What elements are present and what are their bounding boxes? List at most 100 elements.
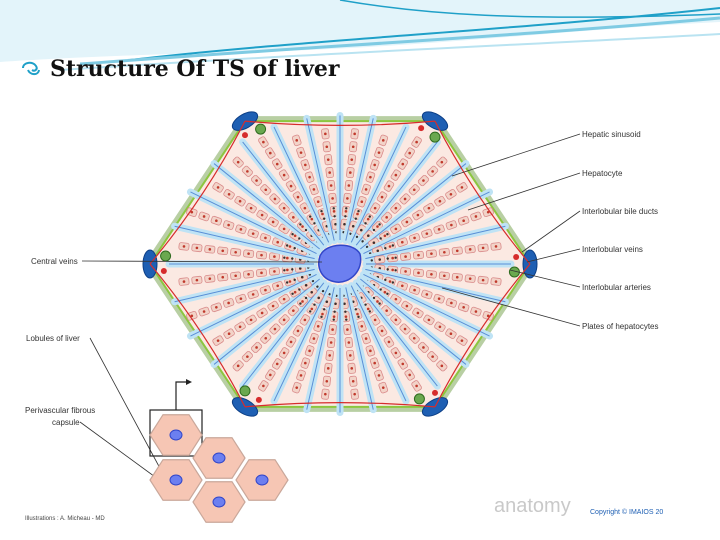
hepatocyte-nucleus <box>469 248 472 251</box>
hepatocyte-nucleus <box>348 184 351 187</box>
canaliculus-dot <box>371 259 373 261</box>
label-central-veins: Central veins <box>31 257 78 266</box>
mini-central-vein <box>213 497 225 507</box>
canaliculus-dot <box>301 276 303 278</box>
anatomy-watermark: anatomy <box>494 495 571 517</box>
hepatocyte-nucleus <box>300 374 303 377</box>
hepatocyte-nucleus <box>221 276 224 279</box>
hepatocyte-nucleus <box>234 251 237 254</box>
hepatocyte-nucleus <box>203 310 206 313</box>
hepatocyte-nucleus <box>276 363 279 366</box>
hepatocyte-nucleus <box>300 151 303 154</box>
hepatocyte-nucleus <box>391 257 394 260</box>
hepatocyte-nucleus <box>441 161 444 164</box>
hepatocyte-nucleus <box>431 170 434 173</box>
canaliculus-dot <box>291 257 293 259</box>
hepatocyte-nucleus <box>292 216 295 219</box>
hepatocyte-nucleus <box>406 305 409 308</box>
canaliculus-dot <box>299 223 301 225</box>
title-row: Structure Of TS of liver <box>20 56 340 82</box>
hepatocyte-nucleus <box>408 374 411 377</box>
hepatocyte-nucleus <box>422 346 425 349</box>
interlobular-bile-duct <box>256 124 266 134</box>
hepatocyte-nucleus <box>378 374 381 377</box>
hepatocyte-nucleus <box>450 224 453 227</box>
hepatocyte-nucleus <box>330 184 333 187</box>
hepatocyte-nucleus <box>276 163 279 166</box>
canaliculus-dot <box>286 281 288 283</box>
hepatocyte-nucleus <box>430 273 433 276</box>
liver-lobule-diagram: Hepatic sinusoid Hepatocyte Interlobular… <box>22 92 685 524</box>
canaliculus-dot <box>309 215 311 217</box>
hepatocyte-nucleus <box>385 309 388 312</box>
interlobular-artery <box>418 125 424 131</box>
hepatocyte-nucleus <box>365 337 368 340</box>
hepatocyte-nucleus <box>426 293 429 296</box>
hepatocyte-nucleus <box>297 330 300 333</box>
hepatocyte-nucleus <box>325 380 328 383</box>
canaliculus-dot <box>298 288 300 290</box>
hepatocyte-nucleus <box>283 207 286 210</box>
canaliculus-dot <box>305 297 307 299</box>
canaliculus-dot <box>345 318 347 320</box>
hepatocyte-nucleus <box>276 241 279 244</box>
hepatocyte-nucleus <box>374 319 377 322</box>
canaliculus-dot <box>318 297 320 299</box>
hepatocyte-nucleus <box>431 355 434 358</box>
hepatocyte-nucleus <box>325 145 328 148</box>
hepatocyte-nucleus <box>269 152 272 155</box>
hepatocyte-nucleus <box>395 298 398 301</box>
hepatocyte-nucleus <box>203 215 206 218</box>
hepatocyte-nucleus <box>252 232 255 235</box>
hepatocyte-nucleus <box>389 245 392 248</box>
hepatocyte-nucleus <box>269 374 272 377</box>
hepatocyte-nucleus <box>272 221 275 224</box>
hepatocyte-nucleus <box>428 207 431 210</box>
canaliculus-dot <box>369 310 371 312</box>
hepatocyte-nucleus <box>237 365 240 368</box>
hepatocyte-nucleus <box>264 337 267 340</box>
hepatocyte-nucleus <box>395 319 398 322</box>
hepatocyte-nucleus <box>330 341 333 344</box>
canaliculus-dot <box>291 268 293 270</box>
hepatocyte-nucleus <box>295 386 298 389</box>
hepatocyte-nucleus <box>311 218 314 221</box>
hepatocyte-nucleus <box>297 196 300 199</box>
canaliculus-dot <box>334 223 336 225</box>
interlobular-artery <box>242 132 248 138</box>
hepatocyte-nucleus <box>495 245 498 248</box>
hepatocyte-nucleus <box>313 188 316 191</box>
canaliculus-dot <box>283 269 285 271</box>
hepatocyte-nucleus <box>356 313 359 316</box>
hepatocyte-nucleus <box>209 248 212 251</box>
canaliculus-dot <box>357 210 359 212</box>
hepatocyte-nucleus <box>250 207 253 210</box>
hepatocyte-nucleus <box>376 300 379 303</box>
hepatocyte-nucleus <box>381 196 384 199</box>
hepatocyte-nucleus <box>441 365 444 368</box>
hepatocyte-nucleus <box>367 218 370 221</box>
hepatocyte-nucleus <box>237 161 240 164</box>
hepatocyte-nucleus <box>346 328 349 331</box>
canaliculus-dot <box>313 222 315 224</box>
hepatocyte-nucleus <box>349 171 352 174</box>
canaliculus-dot <box>369 215 371 217</box>
hepatocyte-nucleus <box>255 346 258 349</box>
hepatocyte-nucleus <box>283 228 286 231</box>
canaliculus-dot <box>343 303 345 305</box>
hepatocyte-nucleus <box>317 200 320 203</box>
hepatocyte-nucleus <box>294 291 297 294</box>
hepatocyte-nucleus <box>404 255 407 258</box>
hepatocyte-nucleus <box>388 341 391 344</box>
hepatocyte-nucleus <box>286 269 289 272</box>
hepatocyte-nucleus <box>395 228 398 231</box>
canaliculus-dot <box>345 207 347 209</box>
hepatocyte-nucleus <box>328 171 331 174</box>
canaliculus-dot <box>373 229 375 231</box>
hepatocyte-nucleus <box>240 228 243 231</box>
hepatocyte-nucleus <box>404 198 407 201</box>
canaliculus-dot <box>386 257 388 259</box>
canaliculus-dot <box>394 269 396 271</box>
canaliculus-dot <box>367 235 369 237</box>
hepatocyte-nucleus <box>183 280 186 283</box>
